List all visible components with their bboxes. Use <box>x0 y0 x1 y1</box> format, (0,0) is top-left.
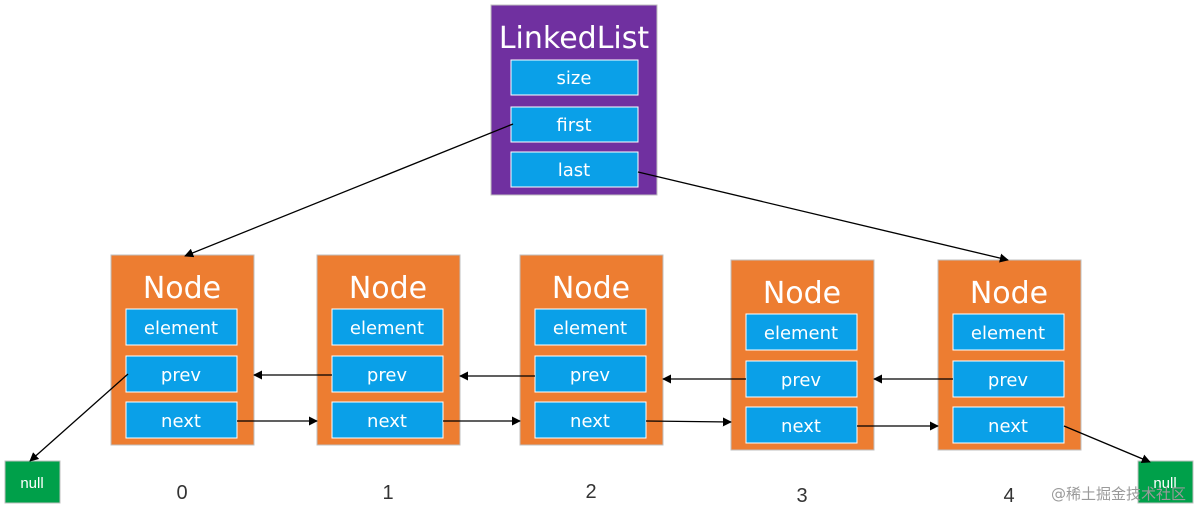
node-title: Node <box>143 271 221 306</box>
node-field-next: next <box>570 411 610 432</box>
node-title: Node <box>970 276 1048 311</box>
node-field-next: next <box>988 416 1028 437</box>
arrows <box>29 123 1151 464</box>
node-field-prev: prev <box>988 370 1029 391</box>
node-1: Node element prev next <box>316 254 461 446</box>
null-label: null <box>20 475 43 492</box>
node-index-label: 0 <box>176 482 187 504</box>
linkedlist-field-label: last <box>558 160 590 181</box>
node-field-prev: prev <box>161 365 202 386</box>
linkedlist-field-label: size <box>557 68 592 89</box>
null-box-right: null <box>1137 460 1194 504</box>
null-box-left: null <box>4 460 61 504</box>
node-index-label: 4 <box>1003 485 1014 507</box>
linkedlist-field-label: first <box>556 115 591 136</box>
node-field-next: next <box>781 416 821 437</box>
node-field-element: element <box>553 318 627 339</box>
node-field-prev: prev <box>367 365 408 386</box>
node-field-element: element <box>144 318 218 339</box>
node-field-prev: prev <box>781 370 822 391</box>
linkedlist-field-first: first <box>510 106 639 143</box>
node-2: Node element prev next <box>519 254 664 446</box>
watermark: @稀土掘金技术社区 <box>1050 485 1186 503</box>
null-label: null <box>1153 475 1176 492</box>
linkedlist-title: LinkedList <box>499 21 650 56</box>
node-field-next: next <box>367 411 407 432</box>
node-field-prev: prev <box>570 365 611 386</box>
node-4: Node element prev next <box>937 259 1082 451</box>
node-field-element: element <box>764 323 838 344</box>
linkedlist-field-last: last <box>510 151 639 188</box>
node-index-label: 2 <box>585 481 596 503</box>
node-3: Node element prev next <box>730 259 875 451</box>
node-field-element: element <box>971 323 1045 344</box>
node-title: Node <box>552 271 630 306</box>
node-index-label: 3 <box>796 485 807 507</box>
arrow-next-4-null <box>1063 425 1151 464</box>
linkedlist-box: LinkedList size first last <box>490 4 658 196</box>
node-title: Node <box>349 271 427 306</box>
arrow-prev-0-null <box>29 373 129 462</box>
node-title: Node <box>763 276 841 311</box>
arrow-first-to-node0 <box>184 123 514 258</box>
node-0: Node element prev next <box>110 254 255 446</box>
arrow-next-2-3 <box>645 417 732 427</box>
arrow-last-to-node4 <box>637 171 1009 263</box>
node-field-element: element <box>350 318 424 339</box>
linkedlist-field-size: size <box>510 59 639 96</box>
node-field-next: next <box>161 411 201 432</box>
node-index-label: 1 <box>382 482 393 504</box>
